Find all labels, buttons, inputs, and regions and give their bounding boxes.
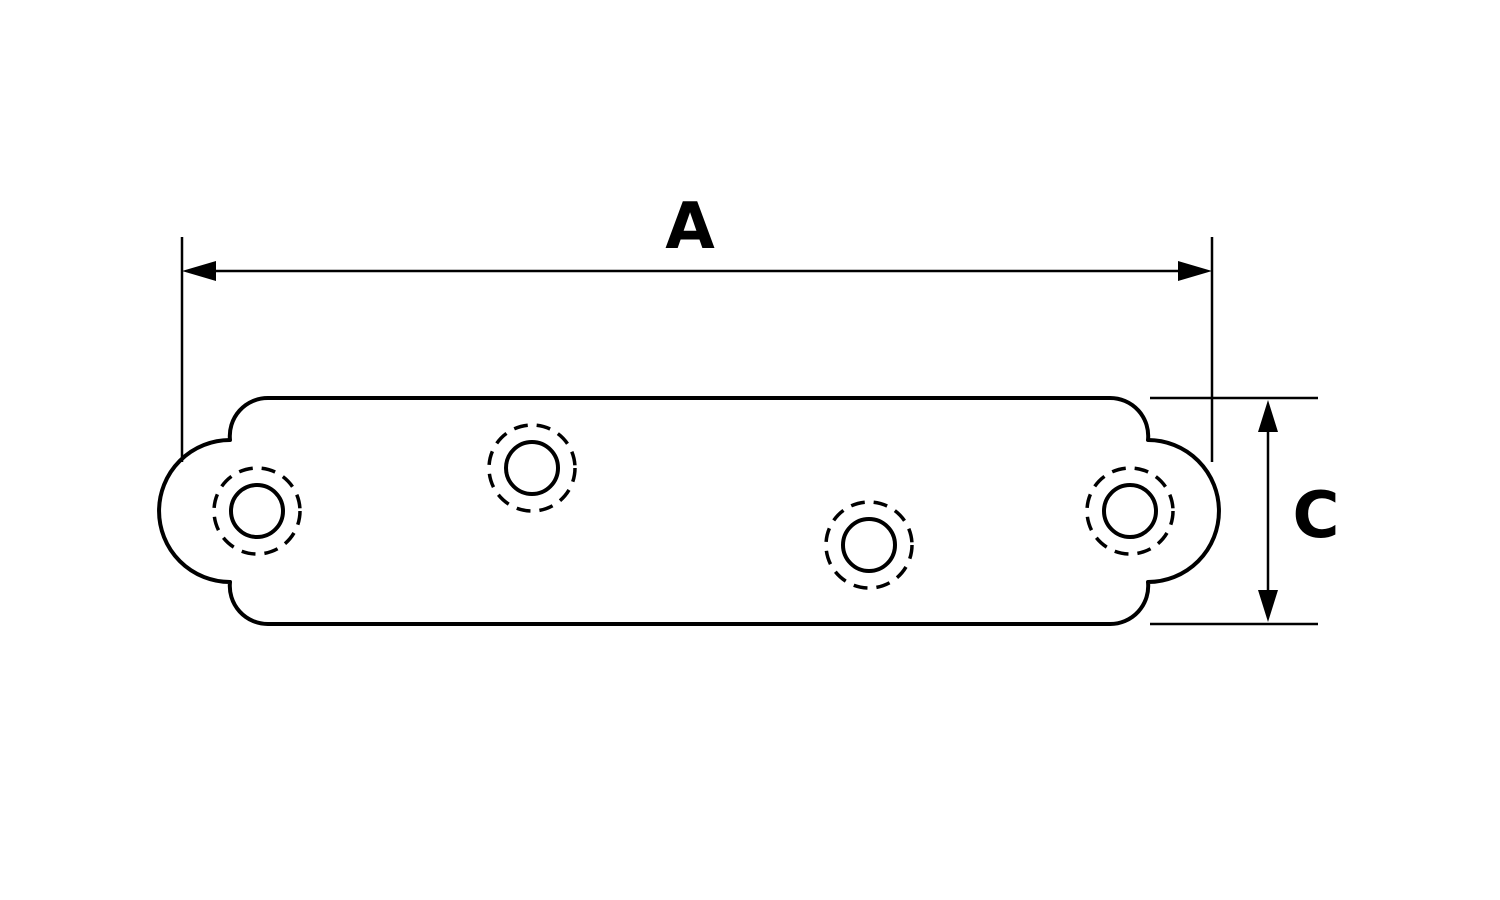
hole-3: [824, 500, 914, 590]
arrowhead-bottom: [1258, 590, 1278, 622]
dimension-label-a: A: [665, 190, 715, 264]
plate-outline: [157, 395, 1221, 627]
arrowhead-top: [1258, 400, 1278, 432]
hole-4: [1085, 466, 1175, 556]
arrowhead-right: [1178, 261, 1212, 281]
hole-2: [487, 423, 577, 513]
dimension-label-c: C: [1293, 479, 1340, 553]
dimension-c: C: [1150, 396, 1340, 626]
arrowhead-left: [182, 261, 216, 281]
dimension-a: A: [180, 190, 1214, 462]
hole-1: [212, 466, 302, 556]
